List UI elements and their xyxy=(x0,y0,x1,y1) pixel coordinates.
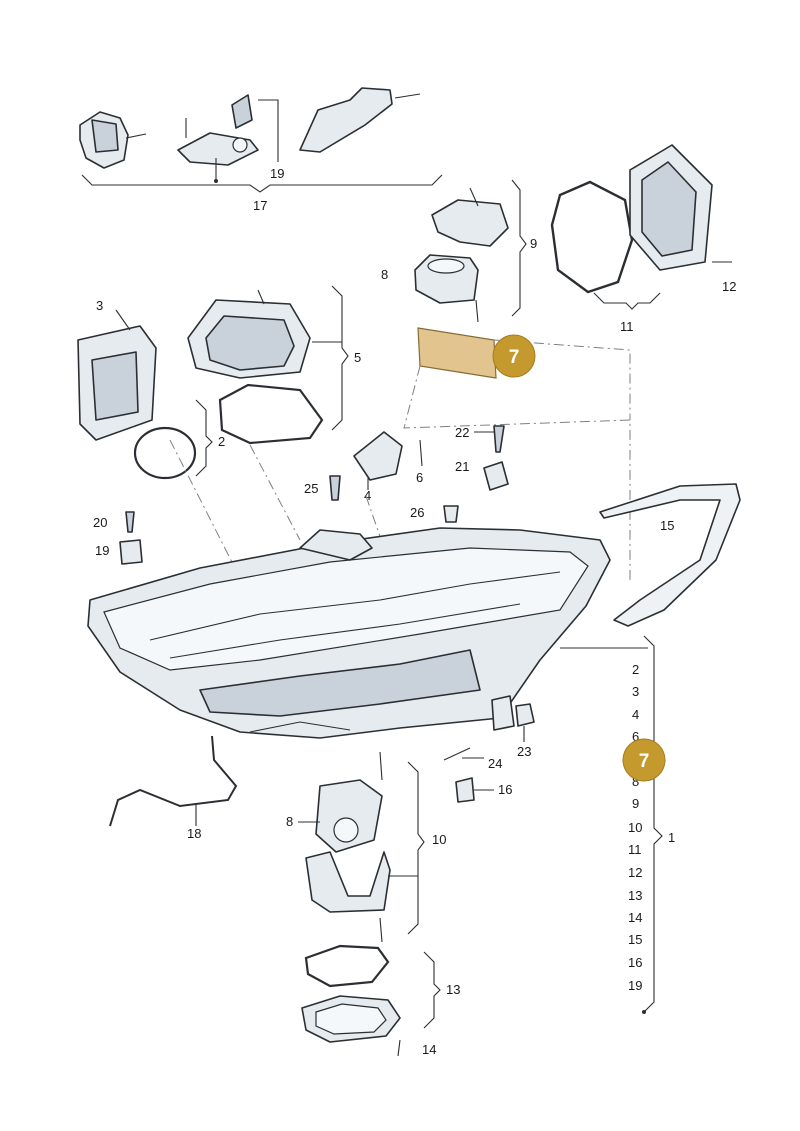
list-number: 8 xyxy=(632,774,639,789)
svg-text:7: 7 xyxy=(639,751,650,772)
callout-12: 12 xyxy=(722,279,736,294)
motor-8-bottom xyxy=(315,751,383,853)
callout-25: 25 xyxy=(304,481,318,496)
list-number: 3 xyxy=(632,684,639,699)
trim-frame-15 xyxy=(599,483,741,627)
list-number: 2 xyxy=(632,662,639,677)
housing-5 xyxy=(187,289,311,379)
callout-8-top: 8 xyxy=(381,267,388,282)
mount-part-center xyxy=(177,94,259,166)
callout-18: 18 xyxy=(187,826,201,841)
list-number: 6 xyxy=(632,729,639,744)
list-number: 16 xyxy=(628,955,642,970)
badge-7-top: 7 xyxy=(492,334,536,378)
callout-16: 16 xyxy=(498,782,512,797)
list-number: 19 xyxy=(628,978,642,993)
cable-18 xyxy=(109,735,238,827)
cover-13 xyxy=(301,995,401,1057)
callout-17: 17 xyxy=(253,198,267,213)
badge-7-side: 7 xyxy=(622,738,666,782)
callout-9: 9 xyxy=(530,236,537,251)
callout-22: 22 xyxy=(455,425,469,440)
callout-23: 23 xyxy=(517,744,531,759)
callout-10: 10 xyxy=(432,832,446,847)
control-module-3 xyxy=(77,309,157,441)
clip-part-right xyxy=(299,87,421,153)
callout-19: 19 xyxy=(95,543,109,558)
seal-13 xyxy=(304,944,390,988)
list-number: 14 xyxy=(628,910,642,925)
callout-4: 4 xyxy=(364,488,371,503)
seal-ring-2 xyxy=(133,426,197,480)
callout-19-top: 19 xyxy=(270,166,284,181)
callout-list: 2 3 4 6 8 9 10 11 12 13 14 15 16 19 xyxy=(628,662,642,993)
list-number: 13 xyxy=(628,888,642,903)
callout-26: 26 xyxy=(410,505,424,520)
adjuster-8-top xyxy=(414,254,479,323)
list-number: 11 xyxy=(628,842,642,857)
gasket-11 xyxy=(550,180,634,294)
callout-1: 1 xyxy=(668,830,675,845)
callout-15: 15 xyxy=(660,518,674,533)
mount-bracket-9 xyxy=(431,187,509,247)
housing-cover-11 xyxy=(629,144,732,271)
bulb-holder-4 xyxy=(353,431,403,490)
callout-14: 14 xyxy=(422,1042,436,1057)
callout-8-bottom: 8 xyxy=(286,814,293,829)
svg-text:7: 7 xyxy=(509,347,520,368)
highlighted-plate xyxy=(417,327,497,379)
list-number: 12 xyxy=(628,865,642,880)
callout-11: 11 xyxy=(620,319,634,334)
callout-20: 20 xyxy=(93,515,107,530)
list-number: 9 xyxy=(632,796,639,811)
mount-bracket-10 xyxy=(305,851,391,943)
callout-2: 2 xyxy=(218,434,225,449)
list-number: 10 xyxy=(628,820,642,835)
callout-6: 6 xyxy=(416,470,423,485)
callout-3: 3 xyxy=(96,298,103,313)
bracket-part-left xyxy=(79,111,147,169)
callout-5: 5 xyxy=(354,350,361,365)
bracket-17 xyxy=(81,174,443,193)
gasket-5 xyxy=(218,383,324,445)
list-number: 4 xyxy=(632,707,639,722)
headlight-main xyxy=(87,527,611,739)
callout-24: 24 xyxy=(488,756,502,771)
list-number: 15 xyxy=(628,932,642,947)
callout-21: 21 xyxy=(455,459,469,474)
callout-13: 13 xyxy=(446,982,460,997)
